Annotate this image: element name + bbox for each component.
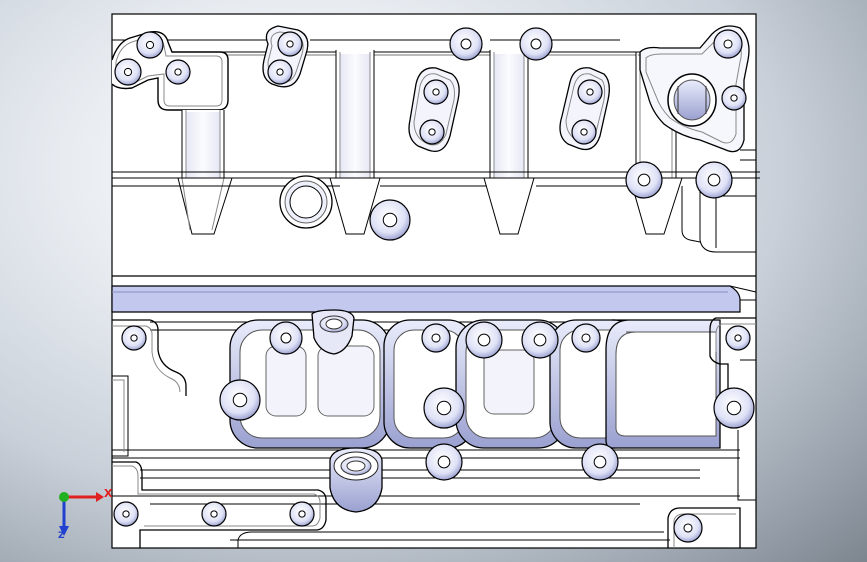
triad-z-arrow-icon	[59, 526, 69, 536]
bolt-hole	[277, 31, 303, 57]
bolt-hole	[519, 27, 553, 61]
bolt-hole	[625, 161, 663, 199]
bolt-hole	[581, 443, 619, 481]
bolt-hole	[521, 321, 559, 359]
bolt-hole	[713, 387, 755, 429]
bolt-hole	[571, 119, 597, 145]
bolt-hole	[419, 119, 445, 145]
bolt-hole	[113, 501, 139, 527]
nozzle-bottom	[329, 447, 383, 513]
bolt-hole	[289, 501, 315, 527]
right-bracket	[639, 25, 750, 153]
triad-x-label: X	[104, 487, 113, 500]
bolt-hole	[267, 59, 293, 85]
bolt-hole	[571, 323, 601, 353]
bolt-hole	[425, 443, 463, 481]
bolt-hole	[695, 161, 733, 199]
bolt-hole	[465, 321, 503, 359]
triad-z-label: Z	[58, 531, 65, 541]
bolt-hole	[421, 323, 451, 353]
bolt-hole	[114, 58, 142, 86]
bolt-hole	[201, 501, 227, 527]
upper-section	[111, 25, 760, 277]
bolt-hole	[577, 79, 603, 105]
bolt-hole	[713, 29, 743, 59]
nozzle-top	[311, 309, 355, 355]
ring-boss	[279, 175, 333, 229]
bolt-hole	[136, 31, 164, 59]
chamber-1	[229, 319, 391, 449]
bolt-hole	[269, 321, 303, 355]
bolt-hole	[165, 59, 191, 85]
bolt-hole	[673, 513, 703, 543]
bolt-hole	[725, 325, 751, 351]
bolt-hole	[121, 325, 147, 351]
coordinate-triad[interactable]	[59, 492, 104, 536]
lower-section	[111, 285, 757, 548]
bolt-hole	[423, 79, 449, 105]
triad-y-axis-dot	[59, 492, 69, 502]
bolt-hole	[369, 199, 411, 241]
triad-x-arrow-icon	[96, 492, 104, 502]
bolt-hole	[219, 379, 261, 421]
chamber-5	[605, 319, 721, 449]
bolt-hole	[449, 27, 483, 61]
bolt-hole	[423, 387, 465, 429]
bolt-holes	[113, 27, 755, 543]
bolt-hole	[721, 85, 747, 111]
